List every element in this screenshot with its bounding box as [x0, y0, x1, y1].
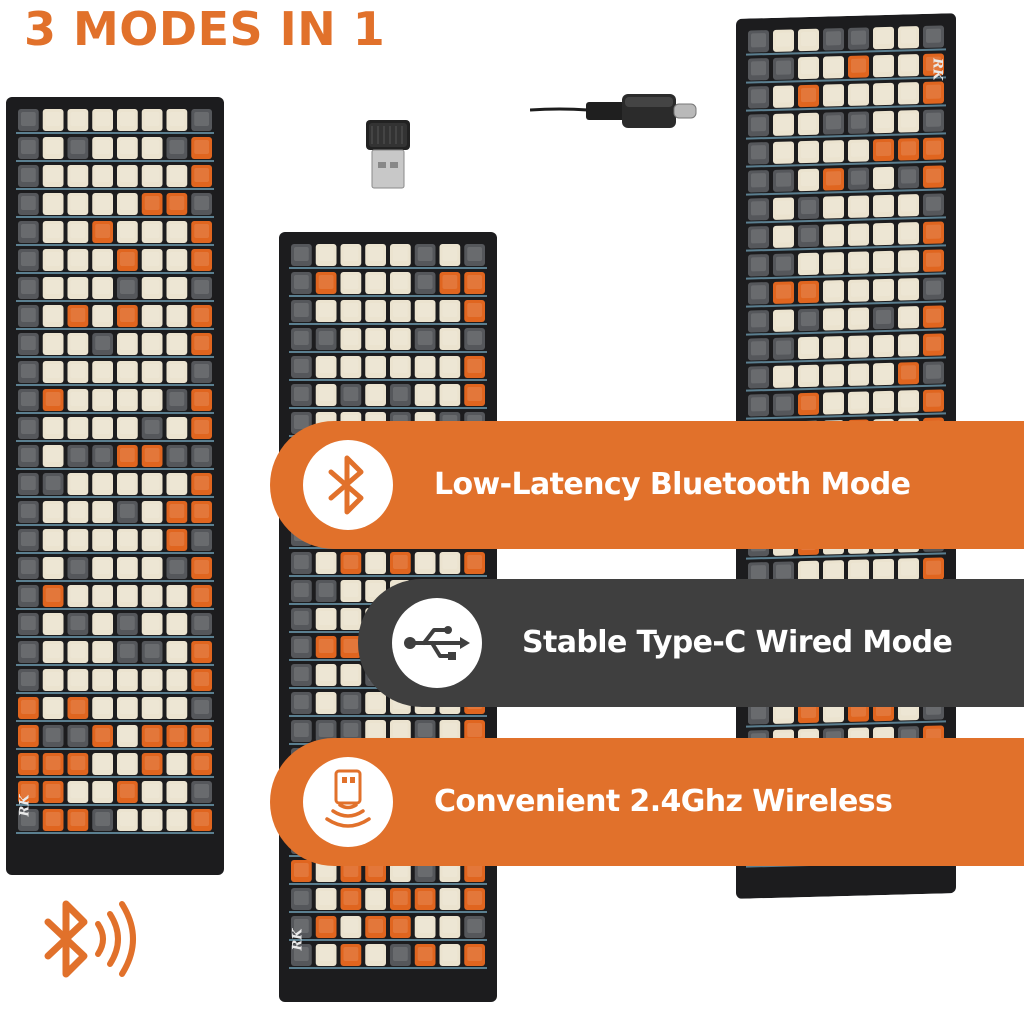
keyboard-left: RK	[6, 97, 224, 875]
usb-icon-badge	[392, 598, 482, 688]
usb-dongle-icon	[366, 120, 410, 189]
mode-label-bluetooth: Low-Latency Bluetooth Mode	[434, 467, 911, 502]
keyboard-left-keys	[6, 97, 224, 875]
mode-label-wireless: Convenient 2.4Ghz Wireless	[434, 784, 893, 819]
headline: 3 MODES IN 1	[24, 2, 386, 56]
bluetooth-icon	[328, 455, 364, 515]
mode-banner-wired: Stable Type-C Wired Mode	[358, 579, 1024, 707]
brand-logo: RK	[17, 794, 33, 817]
brand-logo: RK	[929, 57, 945, 81]
bluetooth-signal-icon	[44, 900, 136, 978]
type-c-cable-icon	[530, 94, 697, 128]
wireless-receiver-icon-badge	[303, 757, 393, 847]
usb-icon	[404, 626, 470, 660]
wireless-receiver-icon	[325, 769, 371, 828]
mode-label-wired: Stable Type-C Wired Mode	[522, 625, 953, 660]
mode-banner-wireless: Convenient 2.4Ghz Wireless	[270, 738, 1024, 866]
mode-banner-bluetooth: Low-Latency Bluetooth Mode	[270, 421, 1024, 549]
bluetooth-icon-badge	[303, 440, 393, 530]
brand-logo: RK	[290, 928, 306, 951]
